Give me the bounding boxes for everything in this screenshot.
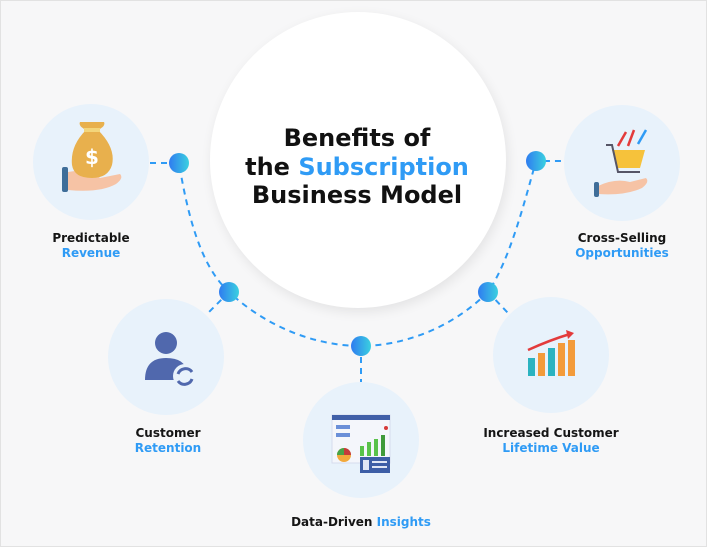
title-line-3: Business Model [252, 181, 462, 209]
growth-bar-chart-icon [527, 330, 575, 376]
connector-dots [169, 151, 546, 356]
benefit-cross-selling-opportunities: Cross-Selling Opportunities [564, 105, 680, 260]
label-line2: Lifetime Value [502, 441, 599, 455]
dashboard-analytics-icon [331, 414, 391, 473]
money-bag-hand-icon: $ [62, 122, 122, 192]
dot-lifetime [478, 282, 498, 302]
label: Data-Driven Insights [291, 515, 431, 529]
svg-text:$: $ [85, 145, 99, 169]
label-line1: Customer [135, 426, 200, 440]
label-line1: Predictable [52, 231, 129, 245]
benefit-customer-retention: Customer Retention [108, 299, 224, 455]
title-line-2: the Subscription [245, 153, 469, 181]
benefit-data-driven-insights: Data-Driven Insights [291, 382, 431, 529]
dot-insights [351, 336, 371, 356]
dot-revenue [169, 153, 189, 173]
center-circle [210, 12, 506, 308]
dot-cross-selling [526, 151, 546, 171]
benefit-increased-lifetime-value: Increased Customer Lifetime Value [483, 297, 619, 455]
benefit-predictable-revenue: $ Predictable Revenue [33, 104, 149, 260]
label-line2: Retention [135, 441, 201, 455]
user-refresh-icon [145, 332, 197, 388]
dot-retention [219, 282, 239, 302]
label-line2: Opportunities [575, 246, 669, 260]
dashed-connector [150, 160, 565, 348]
label-line1: Increased Customer [483, 426, 618, 440]
label-line1: Cross-Selling [578, 231, 667, 245]
label-line2: Revenue [62, 246, 121, 260]
title-line-1: Benefits of [284, 124, 431, 152]
cart-hand-icon [594, 129, 648, 197]
